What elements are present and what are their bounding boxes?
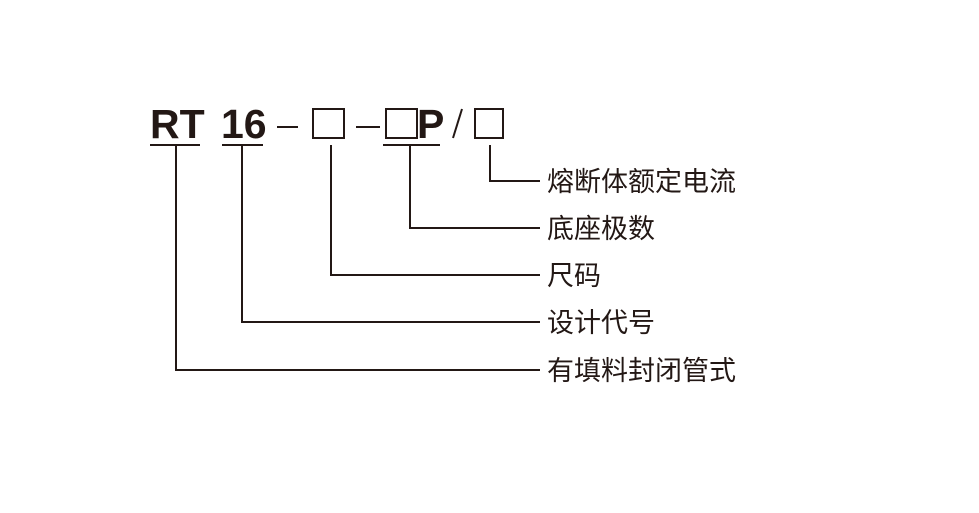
- pole-placeholder-box: [385, 108, 418, 139]
- label-size: 尺码: [547, 261, 601, 292]
- slash-separator: [452, 108, 463, 139]
- leader-rated-current: [489, 145, 540, 182]
- label-design-code: 设计代号: [547, 308, 655, 339]
- leader-pole-count: [409, 145, 540, 229]
- code-design-number: 16: [221, 101, 267, 147]
- label-rated-current: 熔断体额定电流: [547, 167, 736, 198]
- leader-type: [175, 145, 540, 371]
- size-placeholder-box: [312, 108, 345, 139]
- current-placeholder-box: [474, 108, 504, 139]
- code-pole-suffix: P: [417, 101, 444, 147]
- leader-size: [330, 145, 540, 276]
- code-prefix: RT: [150, 101, 205, 147]
- label-type: 有填料封闭管式: [547, 356, 736, 387]
- label-pole-count: 底座极数: [547, 214, 655, 245]
- leader-design-code: [241, 145, 540, 323]
